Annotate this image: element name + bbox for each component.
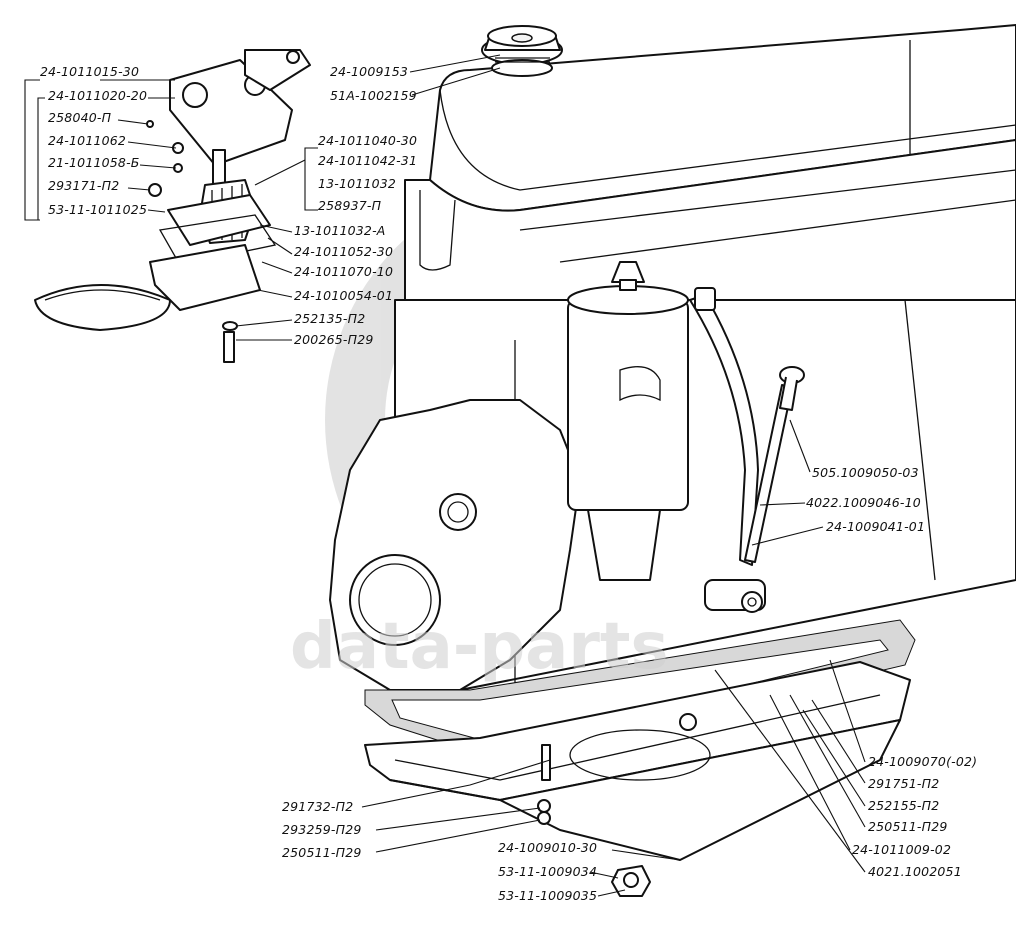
part-label: 53-11-1009035: [498, 888, 597, 903]
part-label: 24-1011009-02: [852, 842, 951, 857]
part-label: 200265-П29: [294, 332, 374, 347]
part-label: 258937-П: [318, 198, 382, 213]
leader-lines: [24, 54, 866, 897]
part-label: 24-1011042-31: [318, 153, 417, 168]
part-label: 24-1011015-30: [40, 64, 139, 79]
part-label: 24-1009153: [330, 64, 408, 79]
part-label: 24-1011020-20: [48, 88, 147, 103]
watermark-text: data-parts: [290, 610, 669, 684]
part-label: 252135-П2: [294, 311, 365, 326]
part-label: 51А-1002159: [330, 88, 417, 103]
part-label: 250511-П29: [282, 845, 362, 860]
part-label: 13-1011032-А: [294, 223, 386, 238]
part-label: 13-1011032: [318, 176, 396, 191]
part-label: 4021.1002051: [868, 864, 962, 879]
drain-plug: [537, 799, 651, 897]
part-label: 24-1009010-30: [498, 840, 597, 855]
part-labels: 24-1011015-30 24-1011020-20 258040-П 24-…: [40, 64, 977, 903]
part-label: 293259-П29: [282, 822, 362, 837]
oil-filler-cap: [481, 25, 563, 77]
part-label: 505.1009050-03: [812, 465, 919, 480]
engine-block: [329, 24, 1016, 691]
part-label: 24-1010054-01: [294, 288, 393, 303]
part-label: 53-11-1009034: [498, 864, 597, 879]
part-label: 24-1011070-10: [294, 264, 393, 279]
part-label: 291751-П2: [868, 776, 939, 791]
part-label: 252155-П2: [868, 798, 939, 813]
part-label: 24-1009041-01: [826, 519, 925, 534]
part-label: 250511-П29: [868, 819, 948, 834]
part-label: 258040-П: [48, 110, 112, 125]
oil-pan: [364, 661, 911, 861]
oil-pump-assembly: [34, 49, 311, 363]
part-label: 24-1011052-30: [294, 244, 393, 259]
part-label: 293171-П2: [48, 178, 119, 193]
part-label: 21-1011058-Б: [48, 155, 140, 170]
oil-pan-gasket: [364, 619, 916, 761]
part-label: 53-11-1011025: [48, 202, 147, 217]
part-label: 24-1011062: [48, 133, 126, 148]
part-label: 291732-П2: [282, 799, 353, 814]
part-label: 24-1011040-30: [318, 133, 417, 148]
part-label: 4022.1009046-10: [806, 495, 921, 510]
part-label: 24-1009070(-02): [868, 754, 977, 769]
